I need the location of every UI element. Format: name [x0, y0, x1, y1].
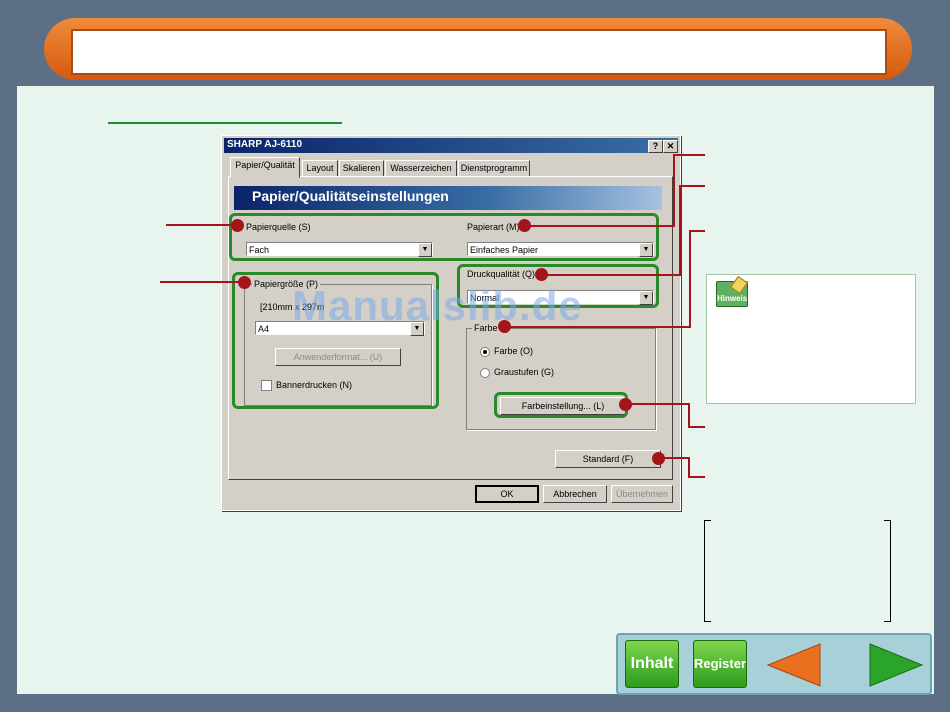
leader-print-quality-v [679, 185, 681, 276]
settings-banner: Papier/Qualitätseinstellungen [234, 186, 662, 210]
help-button[interactable]: ? [648, 140, 663, 153]
watermark: Manualslib.de [292, 282, 583, 329]
index-button[interactable]: Register [693, 640, 747, 688]
leader-paper-type-h [529, 225, 675, 227]
cancel-button[interactable]: Abbrechen [543, 485, 607, 503]
paper-source-select[interactable]: Fach ▼ [246, 242, 433, 257]
banner-print-label: Bannerdrucken (N) [276, 380, 353, 390]
bracket-left [704, 520, 711, 622]
paper-type-label: Papierart (M) [467, 222, 520, 232]
note-icon: Hinweis [716, 275, 748, 307]
bracket-right [884, 520, 891, 622]
leader-color-settings-h [630, 403, 688, 405]
title-box [71, 29, 887, 75]
dialog-titlebar: SHARP AJ-6110 ? ✕ [224, 138, 678, 153]
tab-watermark[interactable]: Wasserzeichen [385, 160, 457, 177]
note-box: Hinweis [706, 274, 916, 404]
tab-scale[interactable]: Skalieren [339, 160, 384, 177]
paper-size-select[interactable]: A4 ▼ [255, 321, 425, 336]
close-button[interactable]: ✕ [663, 140, 678, 153]
banner-print-checkbox[interactable] [261, 380, 272, 391]
print-quality-highlight [457, 264, 659, 308]
paper-type-select[interactable]: Einfaches Papier ▼ [467, 242, 654, 257]
leader-paper-type-out [673, 154, 705, 156]
leader-print-quality-out [679, 185, 705, 187]
tab-paper-quality[interactable]: Papier/Qualität [230, 157, 300, 178]
paper-source-value: Fach [249, 245, 270, 255]
arrow-right-icon[interactable] [868, 642, 924, 688]
chevron-down-icon[interactable]: ▼ [639, 291, 653, 305]
print-quality-label: Druckqualität (Q) [467, 269, 536, 279]
leader-color-settings-v [688, 403, 690, 427]
paper-source-type-highlight [229, 213, 659, 261]
heading-rule [108, 122, 342, 124]
nav-bar: Inhalt Register [616, 633, 932, 695]
leader-print-quality-h [546, 274, 679, 276]
leader-paper-type-v [673, 154, 675, 226]
print-quality-value: Normal [470, 293, 500, 303]
marker-paper-type [518, 219, 531, 232]
note-icon-label: Hinweis [717, 294, 748, 303]
paper-size-label: Papiergröße (P) [252, 279, 321, 289]
color-option-label: Farbe (O) [494, 346, 534, 356]
grayscale-option-label: Graustufen (G) [494, 367, 555, 377]
chevron-down-icon[interactable]: ▼ [418, 243, 432, 257]
marker-paper-source [231, 219, 244, 232]
chevron-down-icon[interactable]: ▼ [639, 243, 653, 257]
pencil-icon [730, 275, 748, 295]
color-settings-button[interactable]: Farbeinstellung... (L) [500, 397, 626, 415]
custom-size-button[interactable]: Anwenderformat... (U) [275, 348, 401, 366]
print-quality-select[interactable]: Normal ▼ [467, 290, 654, 305]
chevron-down-icon[interactable]: ▼ [410, 322, 424, 336]
leader-standard-h [663, 457, 689, 459]
apply-button[interactable]: Übernehmen [611, 485, 673, 503]
marker-paper-size [238, 276, 251, 289]
tab-panel [228, 176, 673, 480]
color-radio[interactable] [480, 347, 490, 357]
leader-standard-out [688, 476, 705, 478]
leader-color-settings-out [688, 426, 705, 428]
paper-source-label: Papierquelle (S) [246, 222, 311, 232]
tab-layout[interactable]: Layout [302, 160, 338, 177]
color-group [466, 328, 656, 430]
paper-size-highlight [232, 272, 439, 409]
arrow-left-icon[interactable] [766, 642, 822, 688]
paper-type-value: Einfaches Papier [470, 245, 539, 255]
marker-standard [652, 452, 665, 465]
marker-print-quality [535, 268, 548, 281]
settings-banner-title: Papier/Qualitätseinstellungen [252, 188, 449, 204]
grayscale-radio[interactable] [480, 368, 490, 378]
dialog-title: SHARP AJ-6110 [227, 139, 303, 150]
paper-size-dims: [210mm x 297m [260, 302, 325, 312]
printer-dialog: SHARP AJ-6110 ? ✕ Papier/Qualität Layout… [221, 135, 681, 511]
paper-size-group [244, 284, 432, 406]
marker-color-settings [619, 398, 632, 411]
leader-paper-source [166, 224, 238, 226]
ok-button[interactable]: OK [475, 485, 539, 503]
tab-utilities[interactable]: Dienstprogramm [458, 160, 530, 177]
leader-color-out [689, 230, 705, 232]
color-settings-highlight [494, 392, 628, 418]
marker-color [498, 320, 511, 333]
leader-color-v [689, 230, 691, 328]
leader-standard-v [688, 457, 690, 477]
color-label: Farbe [472, 323, 500, 333]
paper-size-value: A4 [258, 324, 270, 334]
leader-color-h [509, 326, 689, 328]
contents-button[interactable]: Inhalt [625, 640, 679, 688]
leader-paper-size [160, 281, 240, 283]
standard-button[interactable]: Standard (F) [555, 450, 661, 468]
